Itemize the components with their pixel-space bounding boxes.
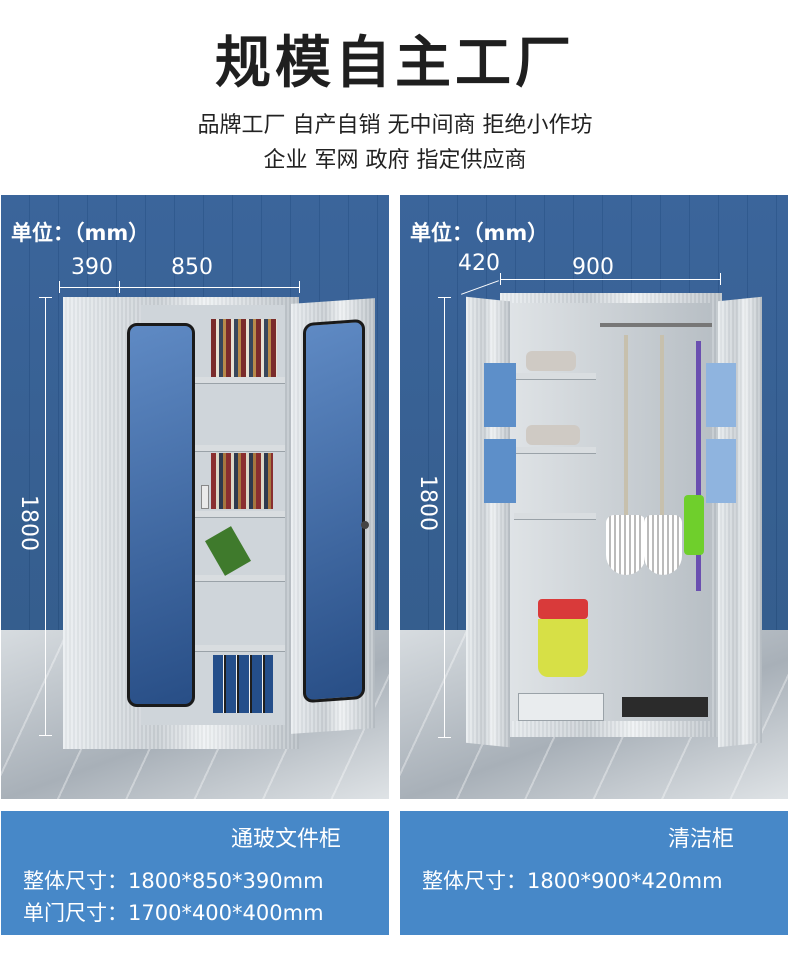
cleaning-cabinet-image: 单位：（mm） 420 900 1800 (400, 195, 788, 799)
width-dimension: 850 (171, 255, 213, 280)
shelf (141, 645, 285, 652)
height-dimension-line (444, 297, 445, 737)
dimension-tick (720, 273, 721, 285)
mop-handle (660, 335, 664, 571)
dimension-tick (438, 297, 451, 298)
overall-size: 整体尺寸：1800*850*390mm (23, 869, 324, 893)
drawer (518, 693, 604, 721)
product-name: 清洁柜 (668, 827, 735, 852)
squeegee (684, 495, 704, 555)
width-dimension-line (59, 287, 299, 288)
folded-cloth (526, 351, 576, 371)
mop-head (606, 515, 646, 575)
width-dimension: 900 (572, 255, 614, 280)
lock-icon (361, 521, 369, 529)
depth-dimension: 390 (71, 255, 113, 280)
unit-label: 单位：（mm） (11, 221, 150, 245)
dimension-tick (500, 273, 501, 285)
shelf (514, 447, 596, 454)
shelf (141, 377, 285, 384)
subtitle-line-2: 企业 军网 政府 指定供应商 (263, 148, 527, 173)
dimension-tick (39, 297, 52, 298)
folded-cloth (526, 425, 580, 445)
dimension-tick (39, 735, 52, 736)
height-dimension: 1800 (16, 495, 41, 551)
shelf (141, 575, 285, 582)
door-handle (201, 485, 209, 509)
binders-row (213, 655, 273, 713)
width-dimension-line (500, 279, 720, 280)
towel (706, 439, 736, 503)
page-title: 规模自主工厂 (215, 31, 575, 96)
towel (484, 363, 516, 427)
subtitle-line-1: 品牌工厂 自产自销 无中间商 拒绝小作坊 (197, 113, 593, 138)
dimension-tick (299, 281, 300, 293)
right-door-glass (303, 318, 365, 704)
dimension-tick (119, 281, 120, 293)
mop-handle (624, 335, 628, 571)
shelf (141, 511, 285, 518)
unit-label: 单位：（mm） (410, 221, 549, 245)
dimension-tick (438, 737, 451, 738)
towel (706, 363, 736, 427)
shelf (141, 445, 285, 452)
height-dimension: 1800 (415, 475, 440, 531)
door-size: 单门尺寸：1700*400*400mm (23, 901, 324, 925)
product-name: 通玻文件柜 (231, 827, 342, 852)
broom-handle (696, 341, 701, 591)
cleaning-cabinet-info: 清洁柜 整体尺寸：1800*900*420mm (400, 811, 788, 935)
shoe-tray (622, 697, 708, 717)
shelf (514, 513, 596, 520)
height-dimension-line (45, 297, 46, 735)
depth-dimension: 420 (458, 251, 500, 276)
books-row (211, 453, 273, 509)
books-row (211, 319, 277, 377)
bucket (538, 619, 588, 677)
hanging-rod (600, 323, 712, 327)
file-cabinet-image: 单位：（mm） 390 850 1800 (1, 195, 389, 799)
shelf (514, 373, 596, 380)
file-cabinet-info: 通玻文件柜 整体尺寸：1800*850*390mm 单门尺寸：1700*400*… (1, 811, 389, 935)
bucket (538, 599, 588, 619)
mop-head (644, 515, 682, 575)
left-door-glass (127, 323, 195, 707)
overall-size: 整体尺寸：1800*900*420mm (422, 869, 723, 893)
dimension-tick (59, 281, 60, 293)
towel (484, 439, 516, 503)
